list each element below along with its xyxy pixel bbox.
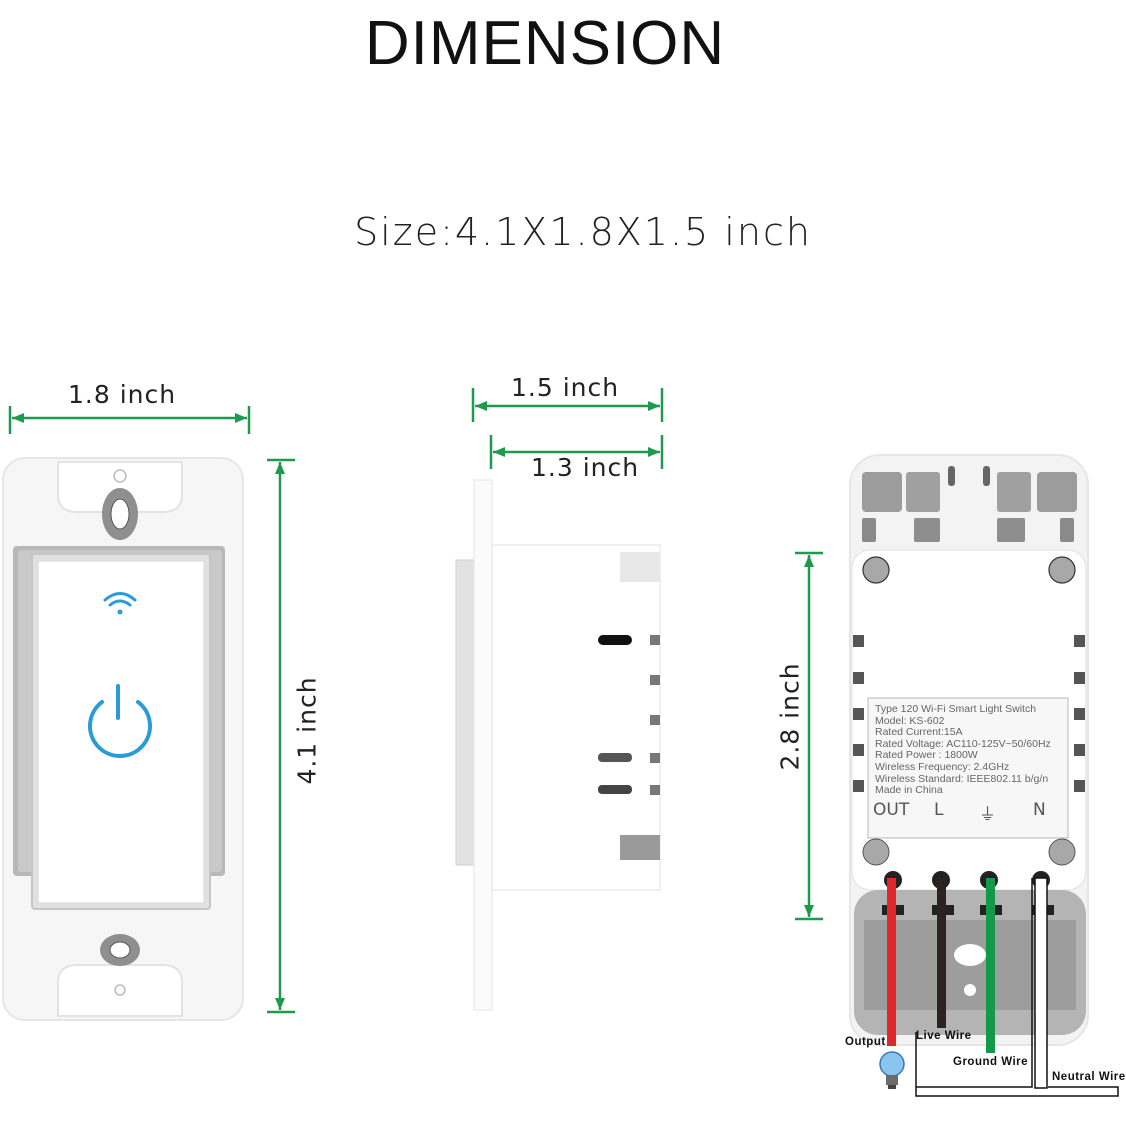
spec-line: Type 120 Wi-Fi Smart Light Switch [875, 703, 1037, 715]
ground-wire-label: Ground Wire [953, 1056, 1029, 1068]
side-body-depth-dimension-line [489, 435, 664, 469]
front-width-dimension-line [8, 406, 251, 434]
spec-line: Wireless Standard: IEEE802.11 b/g/n [875, 772, 1049, 785]
front-height-dimension-line [267, 458, 295, 1014]
front-width-label: 1.8 inch [68, 380, 177, 409]
side-total-depth-dimension-line [471, 388, 664, 422]
output-wire [887, 878, 896, 1046]
spec-line: Rated Current:15A [875, 726, 963, 739]
ground-wire [986, 878, 995, 1053]
terminal-neutral-label: N [1033, 800, 1046, 820]
wifi-icon [103, 592, 137, 615]
spec-line: Rated Voltage: AC110-125V~50/60Hz [875, 737, 1051, 750]
back-height-label: 2.8 inch [775, 662, 805, 771]
spec-line: Made in China [875, 784, 943, 797]
output-wire-label: Output [845, 1036, 886, 1048]
size-summary: Size:4.1X1.8X1.5 inch [354, 210, 812, 254]
terminal-live-label: L [934, 800, 944, 820]
live-wire-label: Live Wire [916, 1030, 972, 1042]
neutral-wire-label: Neutral Wire [1052, 1071, 1126, 1083]
light-bulb-icon [879, 1051, 905, 1089]
terminal-ground-label: ⏚ [979, 805, 996, 825]
spec-line: Wireless Frequency: 2.4GHz [875, 760, 1010, 773]
front-height-label: 4.1 inch [292, 676, 322, 785]
side-total-depth-label: 1.5 inch [511, 373, 620, 402]
power-icon [88, 684, 152, 758]
spec-line: Rated Power : 1800W [875, 749, 978, 762]
spec-label: Type 120 Wi-Fi Smart Light Switch Model:… [875, 703, 1051, 797]
wiring-diagram [879, 877, 1119, 1097]
side-switch-view [455, 479, 661, 1011]
terminal-out-label: OUT [873, 800, 910, 820]
back-height-dimension-line [795, 551, 823, 921]
page-title: DIMENSION [364, 9, 726, 78]
front-switch-view [2, 457, 244, 1021]
side-body-depth-label: 1.3 inch [531, 453, 640, 482]
spec-line: Model: KS-602 [875, 714, 945, 727]
live-wire [937, 878, 946, 1028]
neutral-wire [1034, 877, 1048, 1089]
